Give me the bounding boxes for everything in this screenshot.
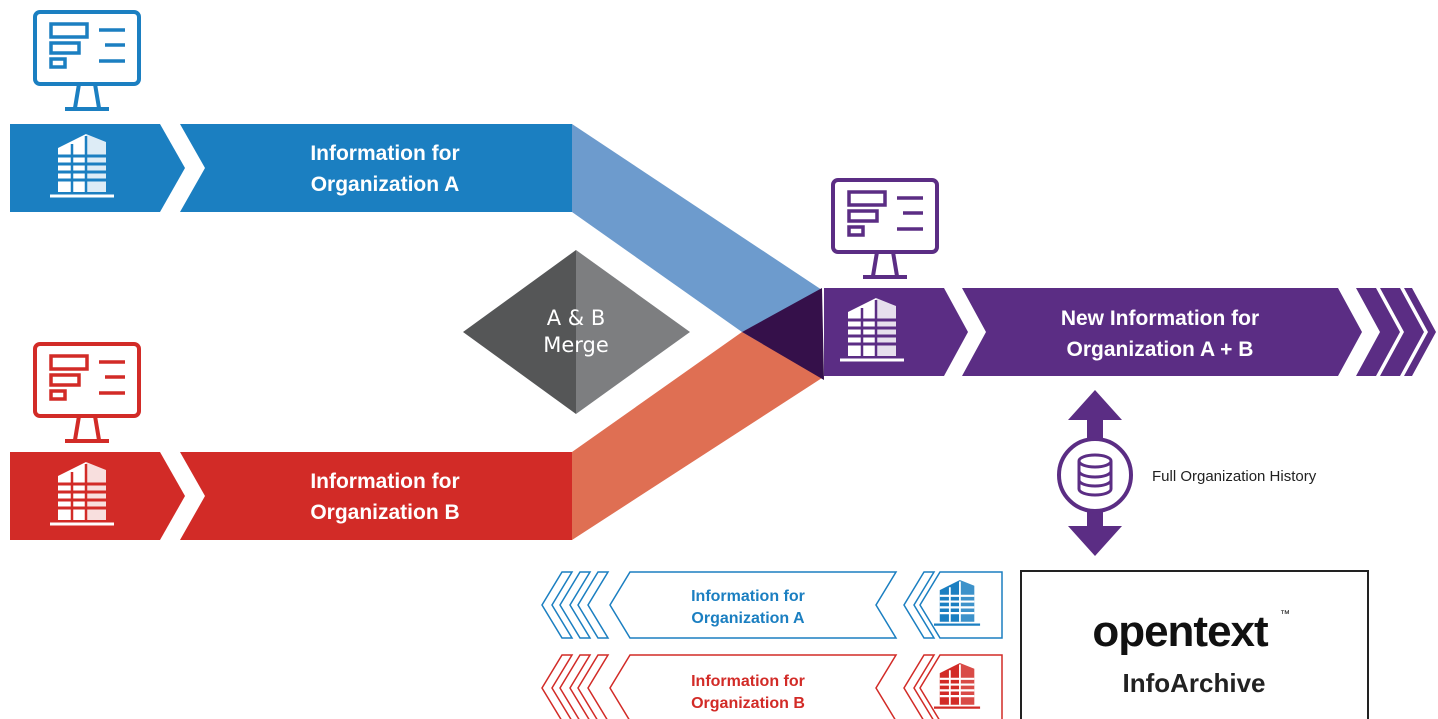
history-label: Full Organization History (1152, 468, 1317, 485)
archive-b-building-icon (932, 661, 982, 709)
org-b-computer-icon (33, 342, 141, 443)
org-a-title-line2: Organization A (311, 173, 460, 196)
org-a-title-line1: Information for (310, 142, 459, 165)
org-b-title-line2: Organization B (310, 501, 459, 524)
merged-chevron-2 (1380, 288, 1424, 376)
archive-a-title-line2: Organization A (691, 610, 805, 627)
merged-info-bar (962, 288, 1362, 376)
archive-a-building-icon (932, 578, 982, 626)
archive-b-title-line2: Organization B (691, 695, 805, 712)
infoarchive-box (1020, 570, 1369, 719)
org-b-title-line1: Information for (310, 470, 459, 493)
history-circle (1057, 437, 1133, 513)
merge-label-line1: A & B (547, 306, 606, 330)
archive-b-row (541, 654, 1003, 719)
merged-title-line2: Organization A + B (1067, 338, 1254, 361)
merge-diamond (463, 250, 690, 414)
org-b-funnel (572, 332, 822, 540)
org-a-computer-icon (33, 10, 141, 111)
org-a-funnel (572, 124, 822, 332)
org-b-info-bar (180, 452, 572, 540)
merged-chevron-3 (1404, 288, 1436, 376)
org-a-info-bar (180, 124, 572, 212)
merged-chevron-1 (1356, 288, 1400, 376)
merged-computer-icon (831, 178, 939, 279)
merged-title-line1: New Information for (1061, 307, 1259, 330)
archive-a-title-line1: Information for (691, 588, 805, 605)
merge-point (742, 288, 824, 380)
archive-a-row (541, 571, 1003, 639)
merge-label-line2: Merge (543, 333, 609, 357)
brand-trademark: ™ (1280, 609, 1290, 620)
archive-b-title-line1: Information for (691, 673, 805, 690)
product-name: InfoArchive (1122, 668, 1265, 698)
brand-logo: opentext (1092, 607, 1269, 656)
